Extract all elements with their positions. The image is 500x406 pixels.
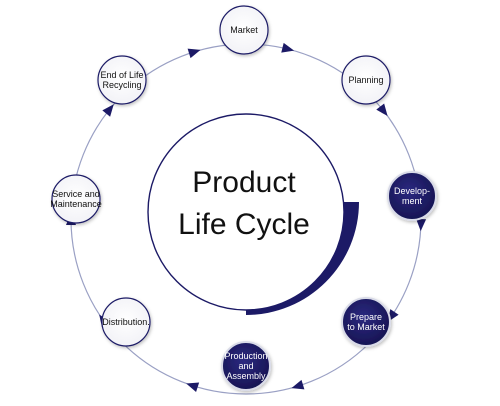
stage-circle (51, 174, 101, 224)
stage-circle (341, 55, 391, 105)
stage-node-market: Market (219, 5, 269, 55)
center-circle (147, 113, 345, 311)
cycle-arrow (291, 379, 305, 390)
stage-label: Prepare (350, 312, 382, 322)
stage-node-development: Develop-ment (387, 171, 437, 221)
stage-label: Market (230, 25, 258, 35)
stage-circle (97, 55, 147, 105)
cycle-arrow (281, 42, 295, 53)
stage-label: Planning (348, 75, 383, 85)
stage-circle (387, 171, 437, 221)
stage-label: Assembly (226, 371, 266, 381)
stage-node-planning: Planning (341, 55, 391, 105)
cycle-arrow (187, 48, 201, 59)
stage-label: Distribution. (102, 317, 150, 327)
center-title-line2: Life Cycle (178, 208, 310, 241)
stage-label: End of Life (100, 70, 143, 80)
stage-circle (101, 297, 151, 347)
stage-label: and (238, 361, 253, 371)
center-title-line1: Product (192, 166, 296, 199)
stage-label: ment (402, 196, 423, 206)
stage-node-distribution: Distribution. (101, 297, 151, 347)
cycle-arrow (376, 103, 388, 117)
cycle-arrow (416, 218, 427, 232)
stage-label: to Market (347, 322, 385, 332)
stage-label: Service and (52, 189, 100, 199)
stage-label: Develop- (394, 186, 430, 196)
stage-circle (221, 341, 271, 391)
cycle-arrow (186, 382, 200, 393)
stage-label: Recycling (102, 80, 141, 90)
stage-circle (219, 5, 269, 55)
stage-label: Production (224, 351, 267, 361)
center-hub: Product Life Cycle (147, 113, 359, 315)
cycle-arrow (102, 104, 114, 117)
stage-label: Maintenance (50, 199, 102, 209)
stage-circle (341, 297, 391, 347)
